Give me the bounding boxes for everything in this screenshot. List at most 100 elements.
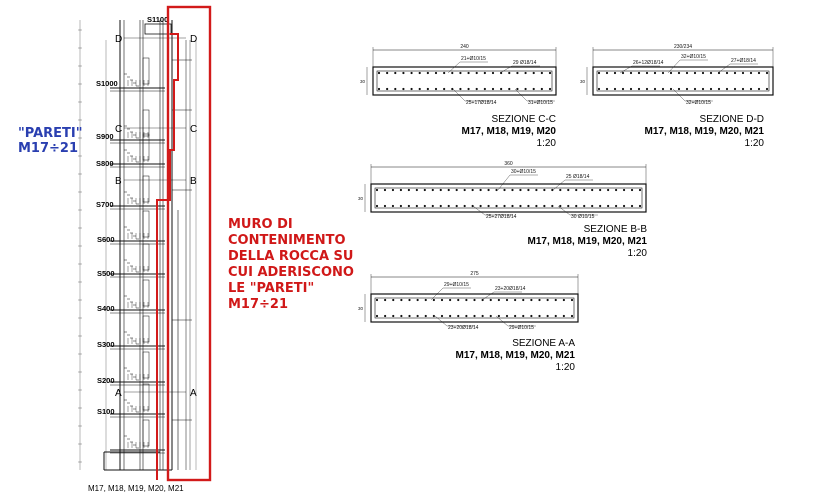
rebar-dot (465, 298, 468, 302)
rebar-dot (402, 71, 405, 75)
rebar-dot (375, 314, 379, 318)
rebar-dot (725, 87, 729, 91)
rebar-dot (562, 298, 565, 302)
leader-line (447, 61, 461, 74)
rebar-dot (677, 87, 681, 91)
section-outline (370, 183, 647, 213)
section-walls: M17, M18, M19, M20, M21 (527, 236, 648, 247)
width-dimension: 275 (470, 271, 479, 277)
level-label: S300 (97, 340, 115, 349)
rebar-dot (749, 71, 753, 75)
rebar-dot (434, 71, 438, 75)
rebar-dot (685, 87, 689, 91)
width-dimension: 360 (504, 161, 513, 167)
rebar-dot (514, 298, 517, 302)
section-walls: M17, M18, M19, M20, M21 (455, 350, 576, 361)
rebar-dot (440, 298, 444, 302)
retaining-wall-label: MURO DI CONTENIMENTO DELLA ROCCA SU CUI … (228, 217, 354, 313)
rebar-dot (530, 298, 533, 302)
rebar-note: 32+Ø10/15 (681, 54, 706, 60)
rebar-dot (457, 298, 460, 302)
depth-dimension: 30 (580, 79, 586, 84)
rebar-dot (519, 188, 522, 192)
section-title: SEZIONE A-A (512, 338, 575, 349)
rebar-dot (439, 188, 442, 192)
rebar-dot (500, 71, 503, 75)
column-outline (142, 315, 150, 343)
rebar-dot (431, 204, 434, 208)
width-dimension: 240 (460, 44, 469, 50)
rebar-dot (400, 314, 403, 318)
rebar-dot (591, 204, 594, 208)
rebar-dot (575, 188, 578, 192)
pareti-label: "PARETI" M17÷21 (18, 126, 83, 156)
section-mark-right: C (190, 124, 197, 135)
rebar-dot (407, 204, 410, 208)
rebar-note: 23+20Ø18/14 (448, 325, 479, 331)
section-caption-dd: SEZIONE D-D M17, M18, M19, M20, M21 1:20 (645, 114, 765, 150)
rebar-dot (508, 71, 511, 75)
rebar-dot (440, 314, 444, 318)
rebar-dot (613, 71, 617, 75)
cross-section-1: 230/2343026+12Ø18/1432+Ø10/1527+Ø18/1432… (580, 44, 774, 106)
leader-line (552, 179, 566, 191)
rebar-dot (524, 87, 527, 91)
rebar-dot (402, 87, 405, 91)
rebar-dot (701, 71, 705, 75)
rebar-note: 29 Ø18/14 (513, 60, 537, 66)
rebar-dot (473, 298, 476, 302)
rebar-dot (455, 188, 458, 192)
leader-line (497, 174, 511, 191)
leader-line (717, 63, 731, 74)
rebar-dot (451, 87, 454, 91)
rebar-dot (383, 188, 387, 192)
leader-line (472, 205, 486, 216)
rebar-dot (614, 204, 618, 208)
rebar-dot (505, 314, 509, 318)
rebar-dot (630, 188, 634, 192)
rebar-dot (455, 204, 458, 208)
rebar-dot (551, 188, 554, 192)
rebar-dot (583, 204, 586, 208)
rebar-dot (562, 314, 565, 318)
rebar-dot (559, 204, 562, 208)
column-outline (142, 279, 150, 307)
rebar-dot (415, 188, 418, 192)
rebar-dot (757, 87, 761, 91)
rebar-dot (416, 298, 419, 302)
wall-label-line: DELLA ROCCA SU (228, 249, 354, 264)
rebar-dot (443, 87, 446, 91)
rebar-stirrup (376, 70, 553, 92)
rebar-dot (432, 314, 435, 318)
rebar-dot (451, 71, 454, 75)
rebar-note: 27+Ø18/14 (731, 58, 756, 64)
rebar-dot (524, 71, 527, 75)
rebar-dot (741, 87, 745, 91)
rebar-dot (375, 204, 379, 208)
level-label: S1000 (96, 79, 118, 88)
rebar-dot (511, 188, 514, 192)
leader-line (452, 88, 466, 102)
rebar-note: 21+Ø10/15 (461, 56, 486, 62)
level-label: S500 (97, 269, 115, 278)
depth-dimension: 30 (358, 306, 364, 311)
rebar-dot (511, 204, 514, 208)
rebar-dot (423, 204, 426, 208)
rebar-dot (709, 71, 713, 75)
rebar-dot (386, 71, 389, 75)
rebar-dot (554, 298, 557, 302)
rebar-dot (375, 298, 379, 302)
leader-line (672, 88, 686, 102)
level-label: S900 (96, 132, 114, 141)
rebar-note: 25 Ø18/14 (566, 174, 590, 180)
rebar-dot (613, 87, 617, 91)
rebar-dot (599, 188, 602, 192)
rebar-dot (540, 71, 543, 75)
rebar-dot (483, 87, 486, 91)
rebar-dot (637, 87, 641, 91)
top-cap-outline (144, 23, 172, 35)
rebar-dot (481, 314, 484, 318)
rebar-dot (597, 87, 601, 91)
rebar-dot (535, 204, 538, 208)
rebar-dot (638, 204, 642, 208)
